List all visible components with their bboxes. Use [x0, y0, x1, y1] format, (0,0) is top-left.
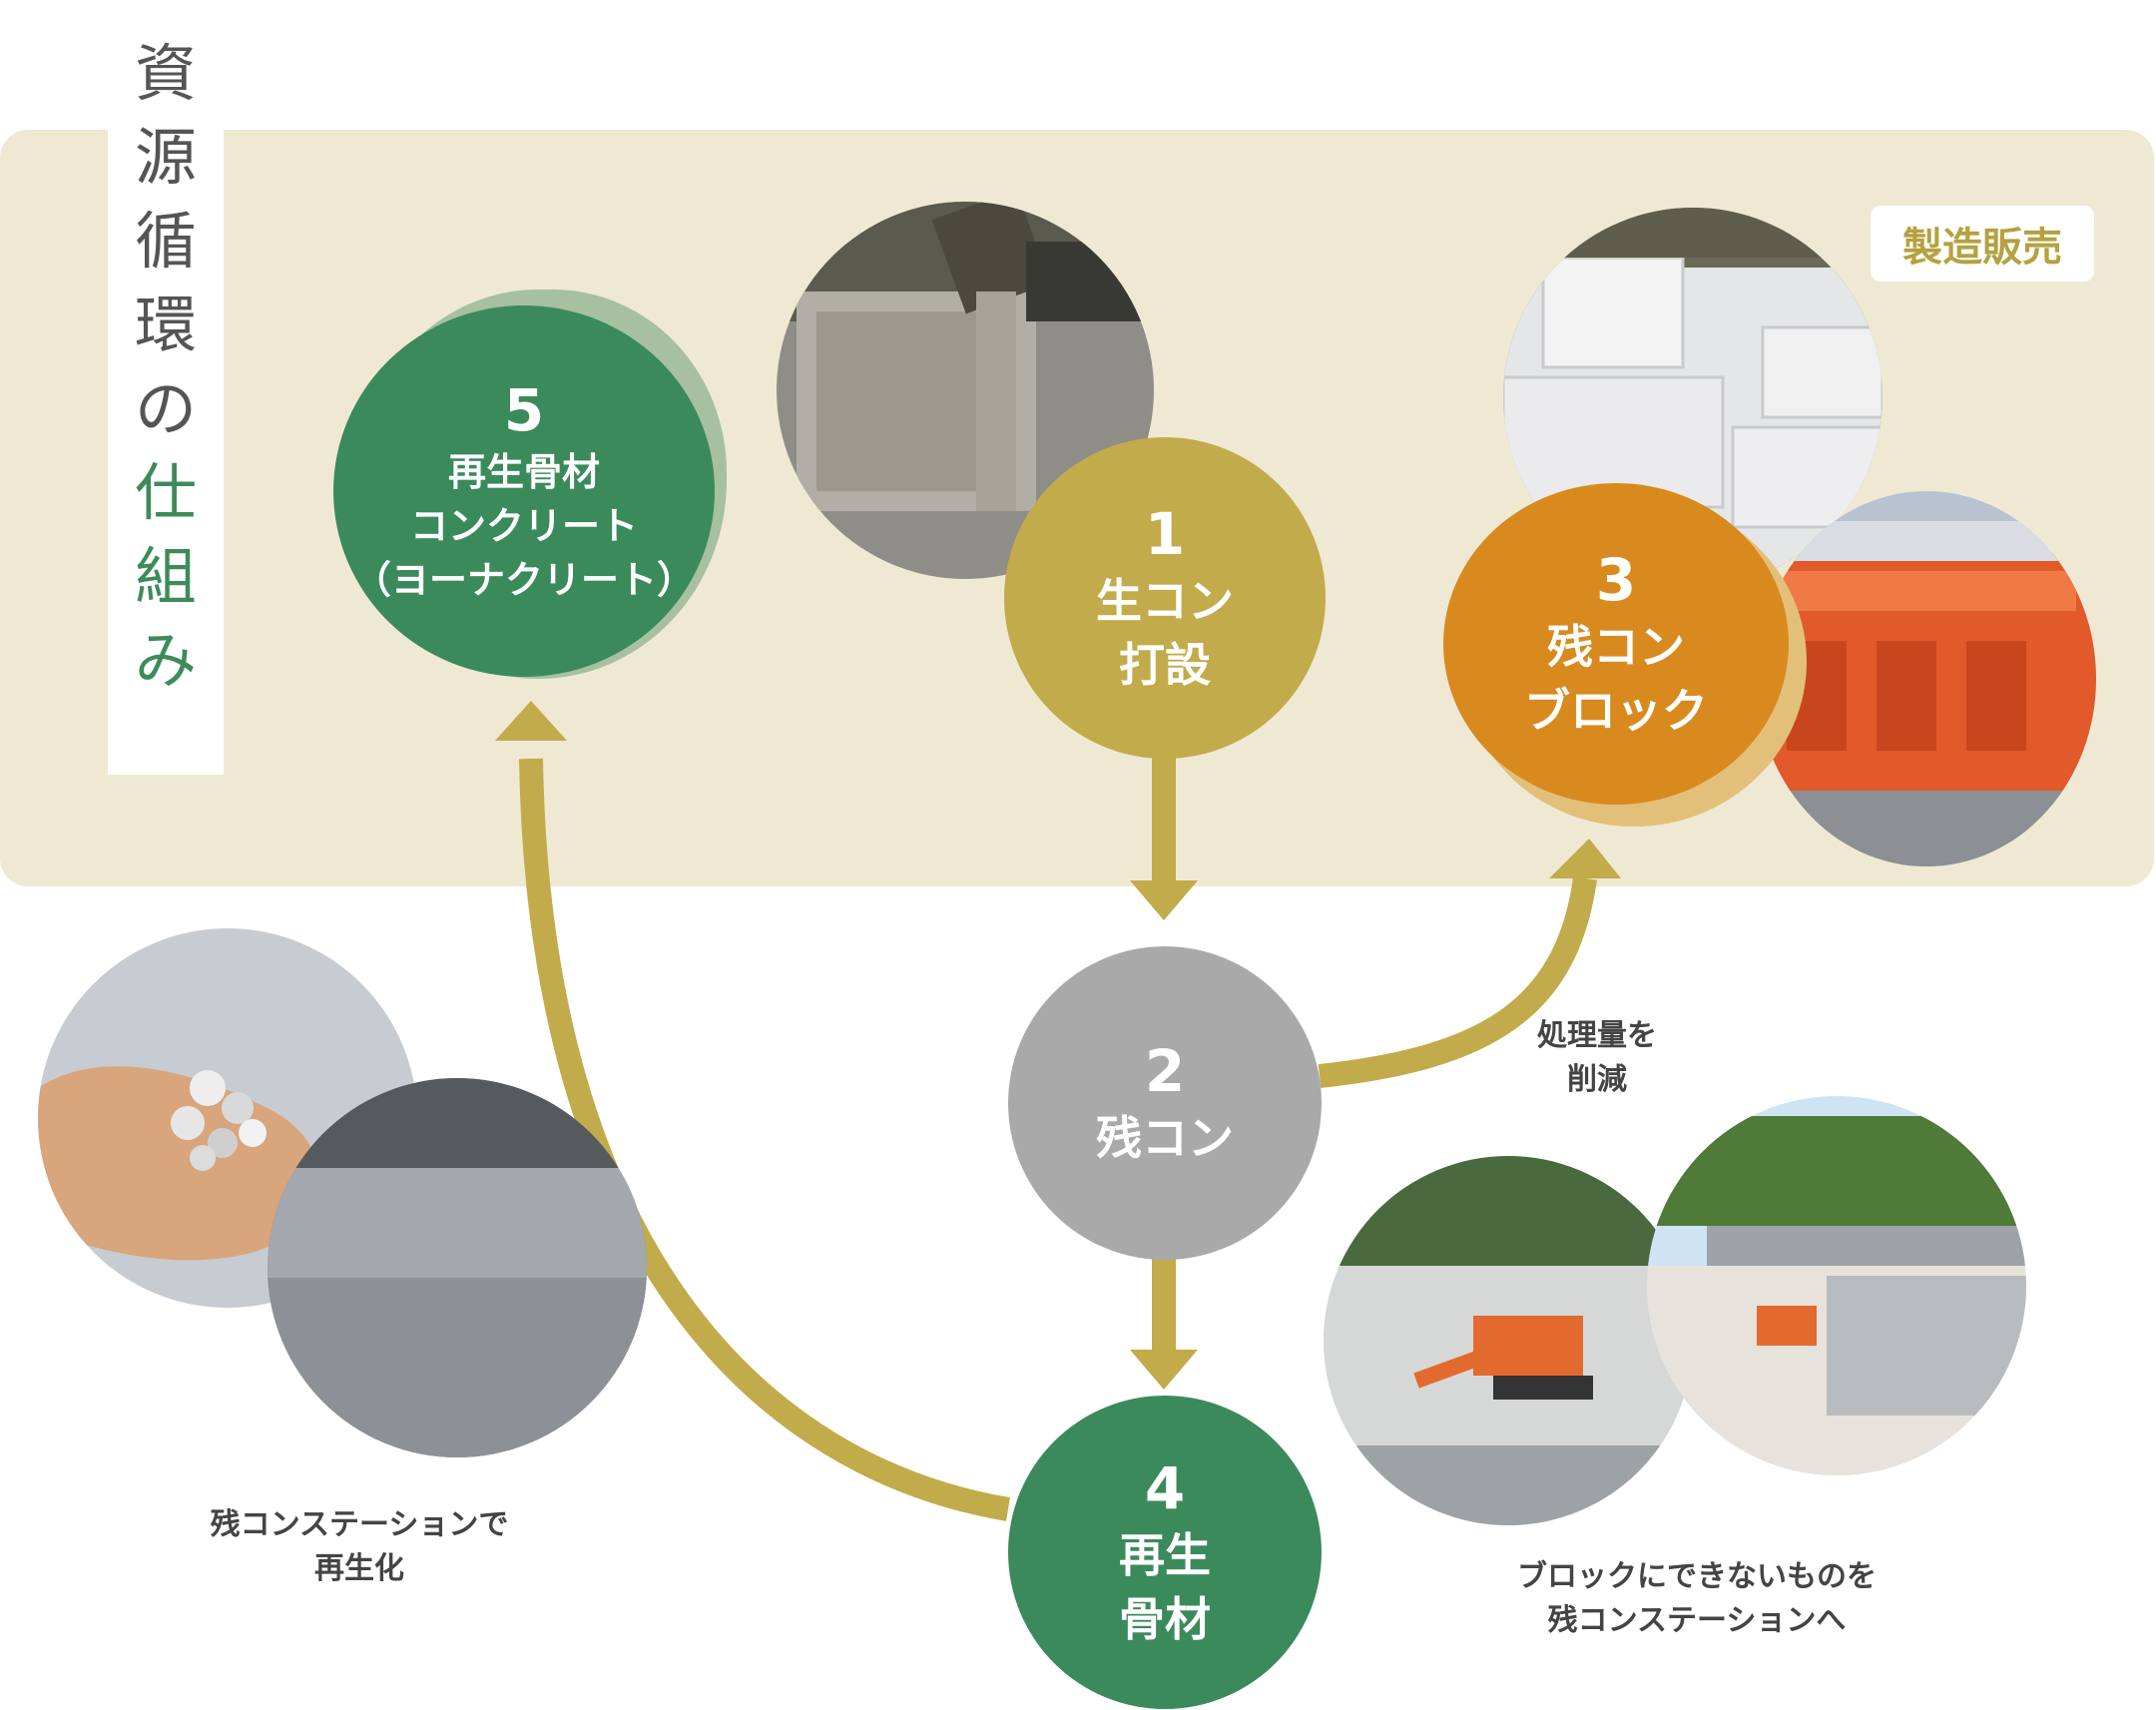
photo-orange-formwork [1757, 491, 2096, 866]
node-2-number: 2 [1144, 1037, 1186, 1105]
node-1-fresh-concrete: 1 生コン 打設 [1004, 437, 1326, 759]
sales-badge: 製造販売 [1871, 206, 2094, 282]
title-char-highlight: 仕 [134, 456, 197, 529]
node-5-label: 再生骨材 [447, 450, 600, 494]
photo-concrete-station [1647, 1096, 2026, 1475]
arrowhead-up-3 [1549, 839, 1621, 878]
node-3-block: 3 残コン ブロック [1443, 483, 1789, 805]
caption-line: 残コンステーションへ [1547, 1603, 1847, 1638]
node-3-label: ブロック [1524, 684, 1708, 738]
caption-station: ブロックにできないものを 残コンステーションへ [1437, 1555, 1956, 1643]
photo-excavator-site [1324, 1156, 1693, 1525]
arrow-2-to-3 [1318, 876, 1597, 1088]
title-char-highlight: み [134, 624, 197, 697]
caption-line: 残コンステーションで [210, 1507, 509, 1542]
node-5-label: （ヨーナクリート） [352, 558, 695, 602]
caption-line: 削減 [1567, 1062, 1627, 1097]
caption-reduce: 処理量を 削減 [1477, 1014, 1717, 1102]
node-4-recycled-aggregate: 4 再生 骨材 [1008, 1396, 1322, 1709]
node-1-label: 打設 [1119, 638, 1211, 692]
node-4-label: 再生 [1119, 1528, 1211, 1582]
title-char: 循 [134, 205, 197, 278]
arrowhead-down-1 [1130, 880, 1198, 920]
node-4-label: 骨材 [1119, 1592, 1211, 1646]
node-4-number: 4 [1144, 1454, 1186, 1522]
caption-line: 処理量を [1537, 1018, 1657, 1053]
node-3-label: 残コン [1547, 620, 1685, 674]
photo-gravel-pile [268, 1078, 647, 1457]
title-char: 源 [134, 121, 197, 194]
arrow-4-to-5 [519, 758, 1010, 1521]
arrowhead-down-2 [1130, 1350, 1198, 1390]
node-2-leftover-concrete: 2 残コン [1008, 946, 1322, 1260]
title-char-highlight: 組 [134, 540, 197, 613]
caption-line: ブロックにできないものを [1517, 1559, 1877, 1594]
vertical-title: 資 源 循 環 の 仕 組 み [108, 20, 224, 775]
title-char: 環 [134, 288, 197, 361]
title-char: の [134, 372, 197, 445]
arrowhead-up-5 [495, 701, 567, 741]
caption-recycle: 残コンステーションで 再生化 [150, 1503, 569, 1591]
node-5-label: コンクリート [409, 504, 638, 548]
node-3-number: 3 [1595, 546, 1637, 614]
caption-line: 再生化 [314, 1551, 404, 1586]
title-char: 資 [134, 37, 197, 110]
node-1-label: 生コン [1096, 574, 1234, 628]
node-5-recycled-concrete: 5 再生骨材 コンクリート （ヨーナクリート） [333, 305, 715, 677]
node-1-number: 1 [1144, 500, 1186, 568]
node-2-label: 残コン [1096, 1111, 1234, 1165]
node-5-number: 5 [503, 376, 545, 444]
